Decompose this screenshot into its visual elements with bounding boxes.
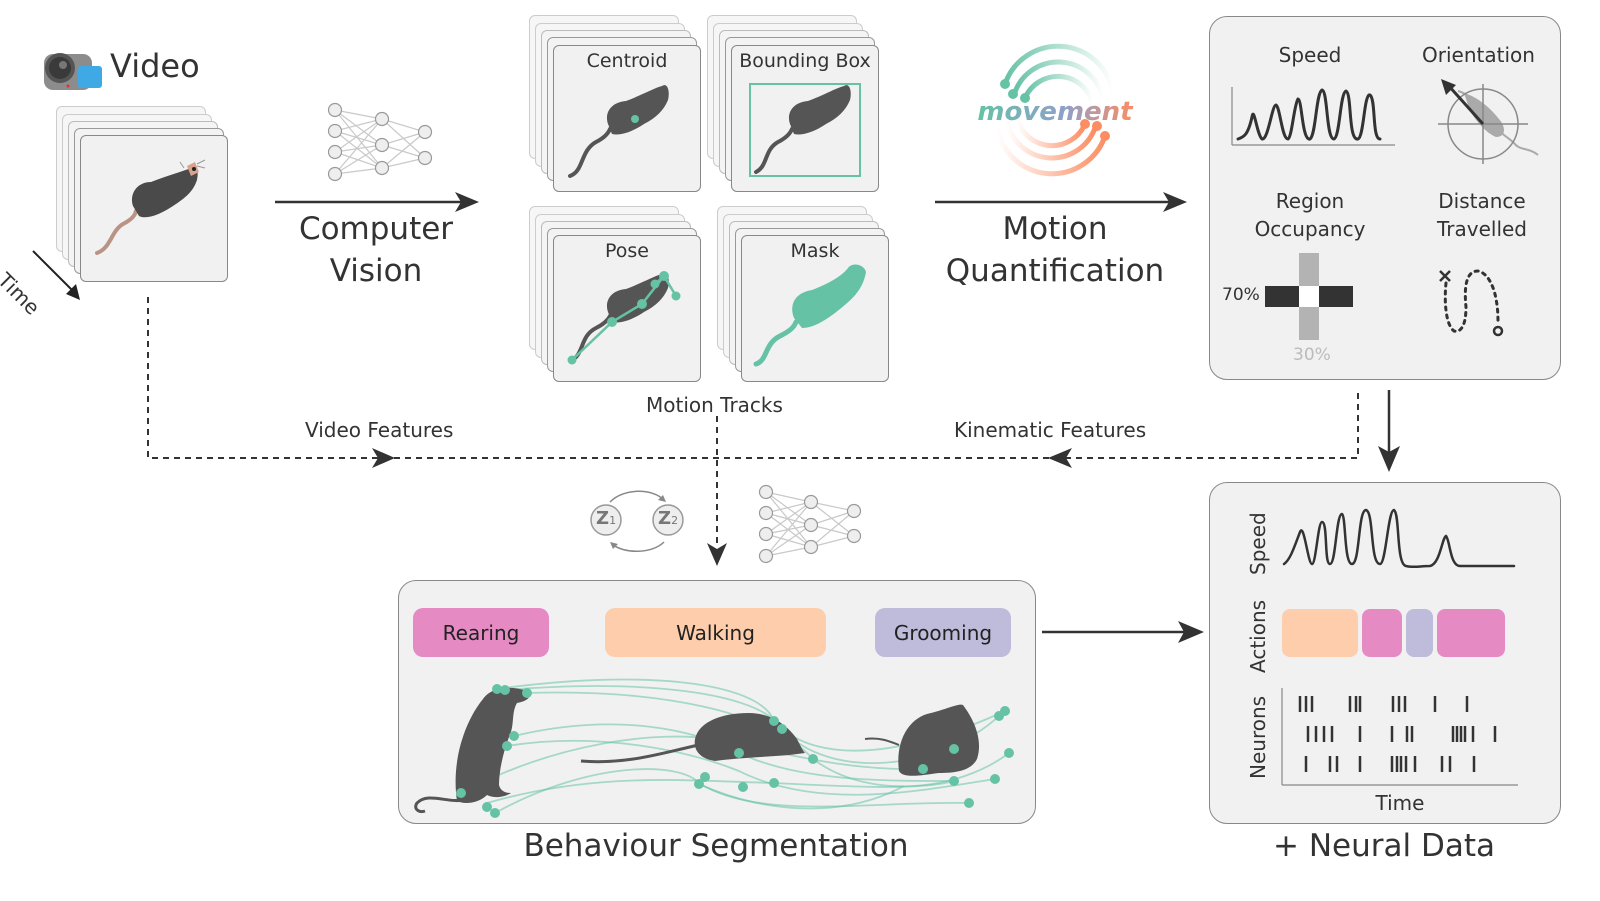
- action-segment-grooming: [1406, 609, 1434, 657]
- neural-network-icon: [327, 102, 433, 182]
- card-centroid: Centroid: [553, 45, 701, 192]
- computer-vision-label-line1: Computer: [298, 211, 454, 247]
- distance-heading-line1: Distance: [1438, 189, 1526, 213]
- video-camera-icon: [44, 53, 102, 90]
- mouse-mask: [753, 264, 866, 367]
- motion-quantification-arrow: [935, 192, 1187, 212]
- state-z2-label: Z2: [658, 508, 678, 529]
- pill-text: Grooming: [893, 620, 993, 645]
- region-occupancy-icon: [1265, 253, 1353, 340]
- video-title: Video: [110, 47, 200, 85]
- mouse-with-pose: [567, 271, 681, 365]
- computer-vision-label-line2: Vision: [329, 253, 423, 289]
- motion-quantification-line2: Quantification: [945, 253, 1165, 289]
- video-features-label: Video Features: [305, 418, 454, 442]
- behaviour-mice-illustration: [414, 678, 1014, 818]
- x-axis-time-label: Time: [1375, 791, 1425, 815]
- speed-trace: [1282, 508, 1516, 569]
- occupancy-high-value: 70%: [1222, 285, 1260, 305]
- pill-text: Walking: [676, 620, 755, 645]
- neural-data-caption: + Neural Data: [1273, 828, 1495, 864]
- behaviour-label-grooming: Grooming: [875, 608, 1011, 657]
- orientation-icon: [1438, 79, 1539, 164]
- distance-path-icon: [1439, 269, 1504, 337]
- occupancy-low-value: 30%: [1293, 345, 1331, 365]
- mouse-silhouette: [568, 85, 669, 178]
- behaviour-panel: Rearing Walking Grooming: [398, 580, 1036, 824]
- mouse-with-bbox: [749, 83, 861, 177]
- region-heading-line2: Occupancy: [1254, 217, 1366, 241]
- card-bounding-box: Bounding Box: [731, 45, 879, 192]
- state-z1-letter: Z: [596, 508, 610, 529]
- row-label-neurons: Neurons: [1246, 695, 1270, 779]
- hidden-state-model-icon: [590, 490, 684, 552]
- video-frame-front: [80, 135, 228, 282]
- motion-quantification-line1: Motion: [1002, 211, 1108, 247]
- card-label: Bounding Box: [739, 50, 871, 72]
- speed-trace-icon: [1231, 87, 1395, 146]
- card-label: Centroid: [586, 50, 668, 72]
- motion-tracks-caption: Motion Tracks: [646, 393, 783, 417]
- kinematics-panel: Speed Orientation Region Occupancy Dista…: [1209, 16, 1561, 380]
- speed-heading: Speed: [1278, 43, 1342, 67]
- card-label: Mask: [790, 240, 840, 262]
- time-arrow: [32, 250, 80, 300]
- card-label: Pose: [605, 240, 649, 262]
- state-z2-letter: Z: [658, 508, 672, 529]
- neural-network-icon: [758, 484, 862, 564]
- action-segment-walking: [1282, 609, 1359, 657]
- card-pose: Pose: [553, 235, 701, 382]
- action-segment-rearing: [1362, 609, 1403, 657]
- behaviour-label-walking: Walking: [605, 608, 826, 657]
- computer-vision-arrow: [275, 192, 479, 212]
- action-timeline: [1282, 609, 1518, 657]
- row-label-actions: Actions: [1246, 599, 1270, 673]
- orientation-heading: Orientation: [1422, 43, 1535, 67]
- movement-logo-text: movement: [977, 97, 1134, 127]
- state-z1-label: Z1: [596, 508, 616, 529]
- kinematic-features-label: Kinematic Features: [954, 418, 1147, 442]
- neuron-raster: [1281, 688, 1518, 786]
- behaviour-segmentation-caption: Behaviour Segmentation: [523, 828, 909, 864]
- distance-heading-line2: Travelled: [1436, 217, 1527, 241]
- region-heading-line1: Region: [1275, 189, 1345, 213]
- action-segment-rearing: [1437, 609, 1505, 657]
- neural-data-panel: Speed Actions Neurons Time: [1209, 482, 1561, 824]
- state-z2-sub: 2: [671, 514, 679, 527]
- card-mask: Mask: [741, 235, 889, 382]
- behaviour-label-rearing: Rearing: [413, 608, 549, 657]
- row-label-speed: Speed: [1246, 512, 1270, 575]
- movement-logo-icon: movement: [977, 43, 1134, 177]
- mouse-image: [95, 159, 206, 255]
- state-z1-sub: 1: [609, 514, 617, 527]
- pill-text: Rearing: [442, 620, 520, 645]
